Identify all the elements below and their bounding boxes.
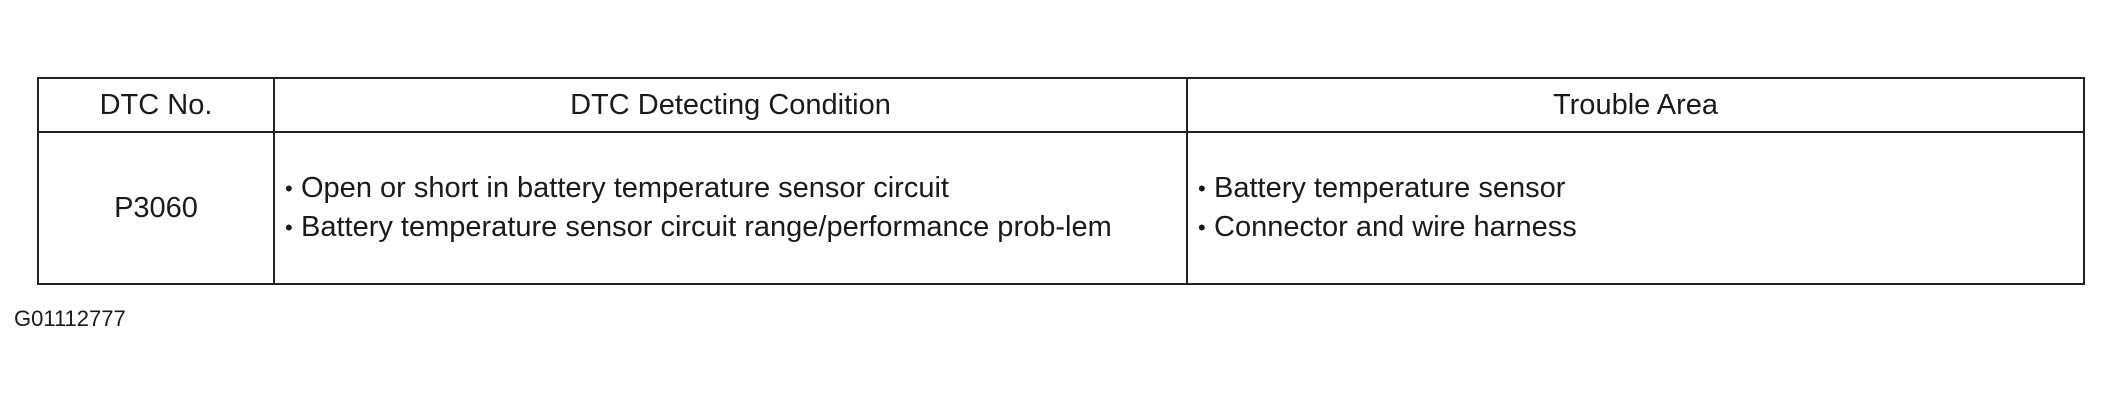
- dtc-code-cell: P3060: [37, 131, 275, 285]
- header-dtc-no: DTC No.: [37, 77, 275, 133]
- bullet-icon: •: [1198, 215, 1206, 240]
- list-item: • Open or short in battery temperature s…: [285, 169, 1170, 208]
- detecting-condition-cell: • Open or short in battery temperature s…: [273, 131, 1188, 285]
- bullet-icon: •: [285, 215, 293, 240]
- condition-text: Open or short in battery temperature sen…: [301, 172, 949, 204]
- bullet-icon: •: [285, 176, 293, 201]
- trouble-area-text: Connector and wire harness: [1214, 211, 1577, 243]
- header-detecting-condition: DTC Detecting Condition: [273, 77, 1188, 133]
- list-item: • Battery temperature sensor circuit ran…: [285, 208, 1170, 247]
- table-row: P3060 • Open or short in battery tempera…: [37, 131, 2085, 285]
- condition-list: • Open or short in battery temperature s…: [275, 169, 1186, 247]
- bullet-icon: •: [1198, 176, 1206, 201]
- trouble-area-text: Battery temperature sensor: [1214, 172, 1566, 204]
- list-item: • Connector and wire harness: [1198, 208, 2067, 247]
- header-trouble-area: Trouble Area: [1186, 77, 2085, 133]
- trouble-area-cell: • Battery temperature sensor • Connector…: [1186, 131, 2085, 285]
- condition-text: Battery temperature sensor circuit range…: [301, 211, 1112, 243]
- list-item: • Battery temperature sensor: [1198, 169, 2067, 208]
- figure-id: G01112777: [14, 306, 126, 331]
- table-header-row: DTC No. DTC Detecting Condition Trouble …: [37, 77, 2085, 133]
- trouble-area-list: • Battery temperature sensor • Connector…: [1188, 169, 2083, 247]
- dtc-table: DTC No. DTC Detecting Condition Trouble …: [37, 77, 2085, 285]
